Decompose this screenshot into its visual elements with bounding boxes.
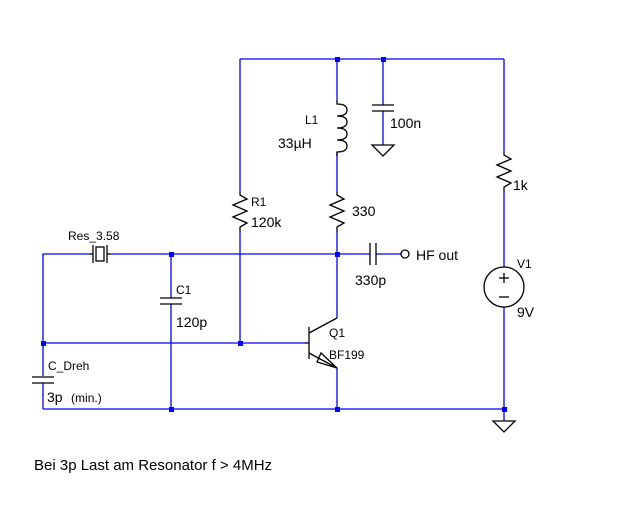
label-v1-value: 9V — [517, 304, 535, 320]
resistor-icon — [328, 192, 346, 232]
capacitor-icon — [160, 297, 182, 305]
label-hf-out: HF out — [416, 247, 458, 263]
note-text: Bei 3p Last am Resonator f > 4MHz — [34, 457, 272, 474]
label-1k-value: 1k — [513, 177, 529, 193]
node-bottom-c1 — [169, 407, 174, 412]
label-c1-value: 120p — [176, 314, 207, 330]
crystal-icon — [89, 245, 111, 263]
label-cout-value: 330p — [355, 272, 386, 288]
node-bottom-emitter — [335, 407, 340, 412]
resistor-icon — [495, 152, 513, 192]
label-r1-name: R1 — [251, 195, 267, 209]
node-base-left — [41, 341, 46, 346]
wire-res-left — [42, 253, 89, 376]
label-100n-value: 100n — [390, 115, 421, 131]
label-cdreh-value: 3p (min.) — [47, 389, 102, 406]
label-cdreh-value-note: (min.) — [71, 391, 102, 405]
label-resonator-name: Res_3.58 — [68, 229, 120, 243]
capacitor-icon — [369, 243, 377, 265]
label-l1-value: 33µH — [278, 135, 312, 151]
node-c1-top — [169, 252, 174, 257]
component-labels: L1 33µH 100n R1 120k 330 1k V1 9V Res_3.… — [47, 113, 535, 406]
inductor-icon — [336, 100, 348, 156]
ground-icon — [370, 144, 396, 157]
capacitor-icon — [32, 376, 54, 384]
label-q1-value: BF199 — [329, 348, 365, 362]
label-cdreh-name: C_Dreh — [48, 359, 89, 373]
node-top-100n — [381, 57, 386, 62]
node-base-r1 — [238, 341, 243, 346]
node-collector — [335, 252, 340, 257]
label-v1-name: V1 — [517, 257, 532, 271]
label-cdreh-value-main: 3p — [47, 389, 63, 405]
label-330-value: 330 — [352, 203, 376, 219]
ground-icon — [491, 420, 517, 433]
capacitor-icon — [372, 104, 394, 112]
node-bottom-right — [502, 407, 507, 412]
voltage-source-icon — [483, 266, 525, 308]
junction-nodes — [41, 57, 507, 412]
label-q1-name: Q1 — [329, 326, 345, 340]
output-terminal-icon — [400, 249, 410, 259]
resistor-icon — [231, 192, 249, 232]
label-l1-name: L1 — [305, 113, 319, 127]
label-c1-name: C1 — [176, 283, 192, 297]
wires — [42, 58, 505, 421]
npn-transistor-icon — [305, 317, 338, 369]
label-r1-value: 120k — [251, 214, 282, 230]
node-top-l1 — [335, 57, 340, 62]
